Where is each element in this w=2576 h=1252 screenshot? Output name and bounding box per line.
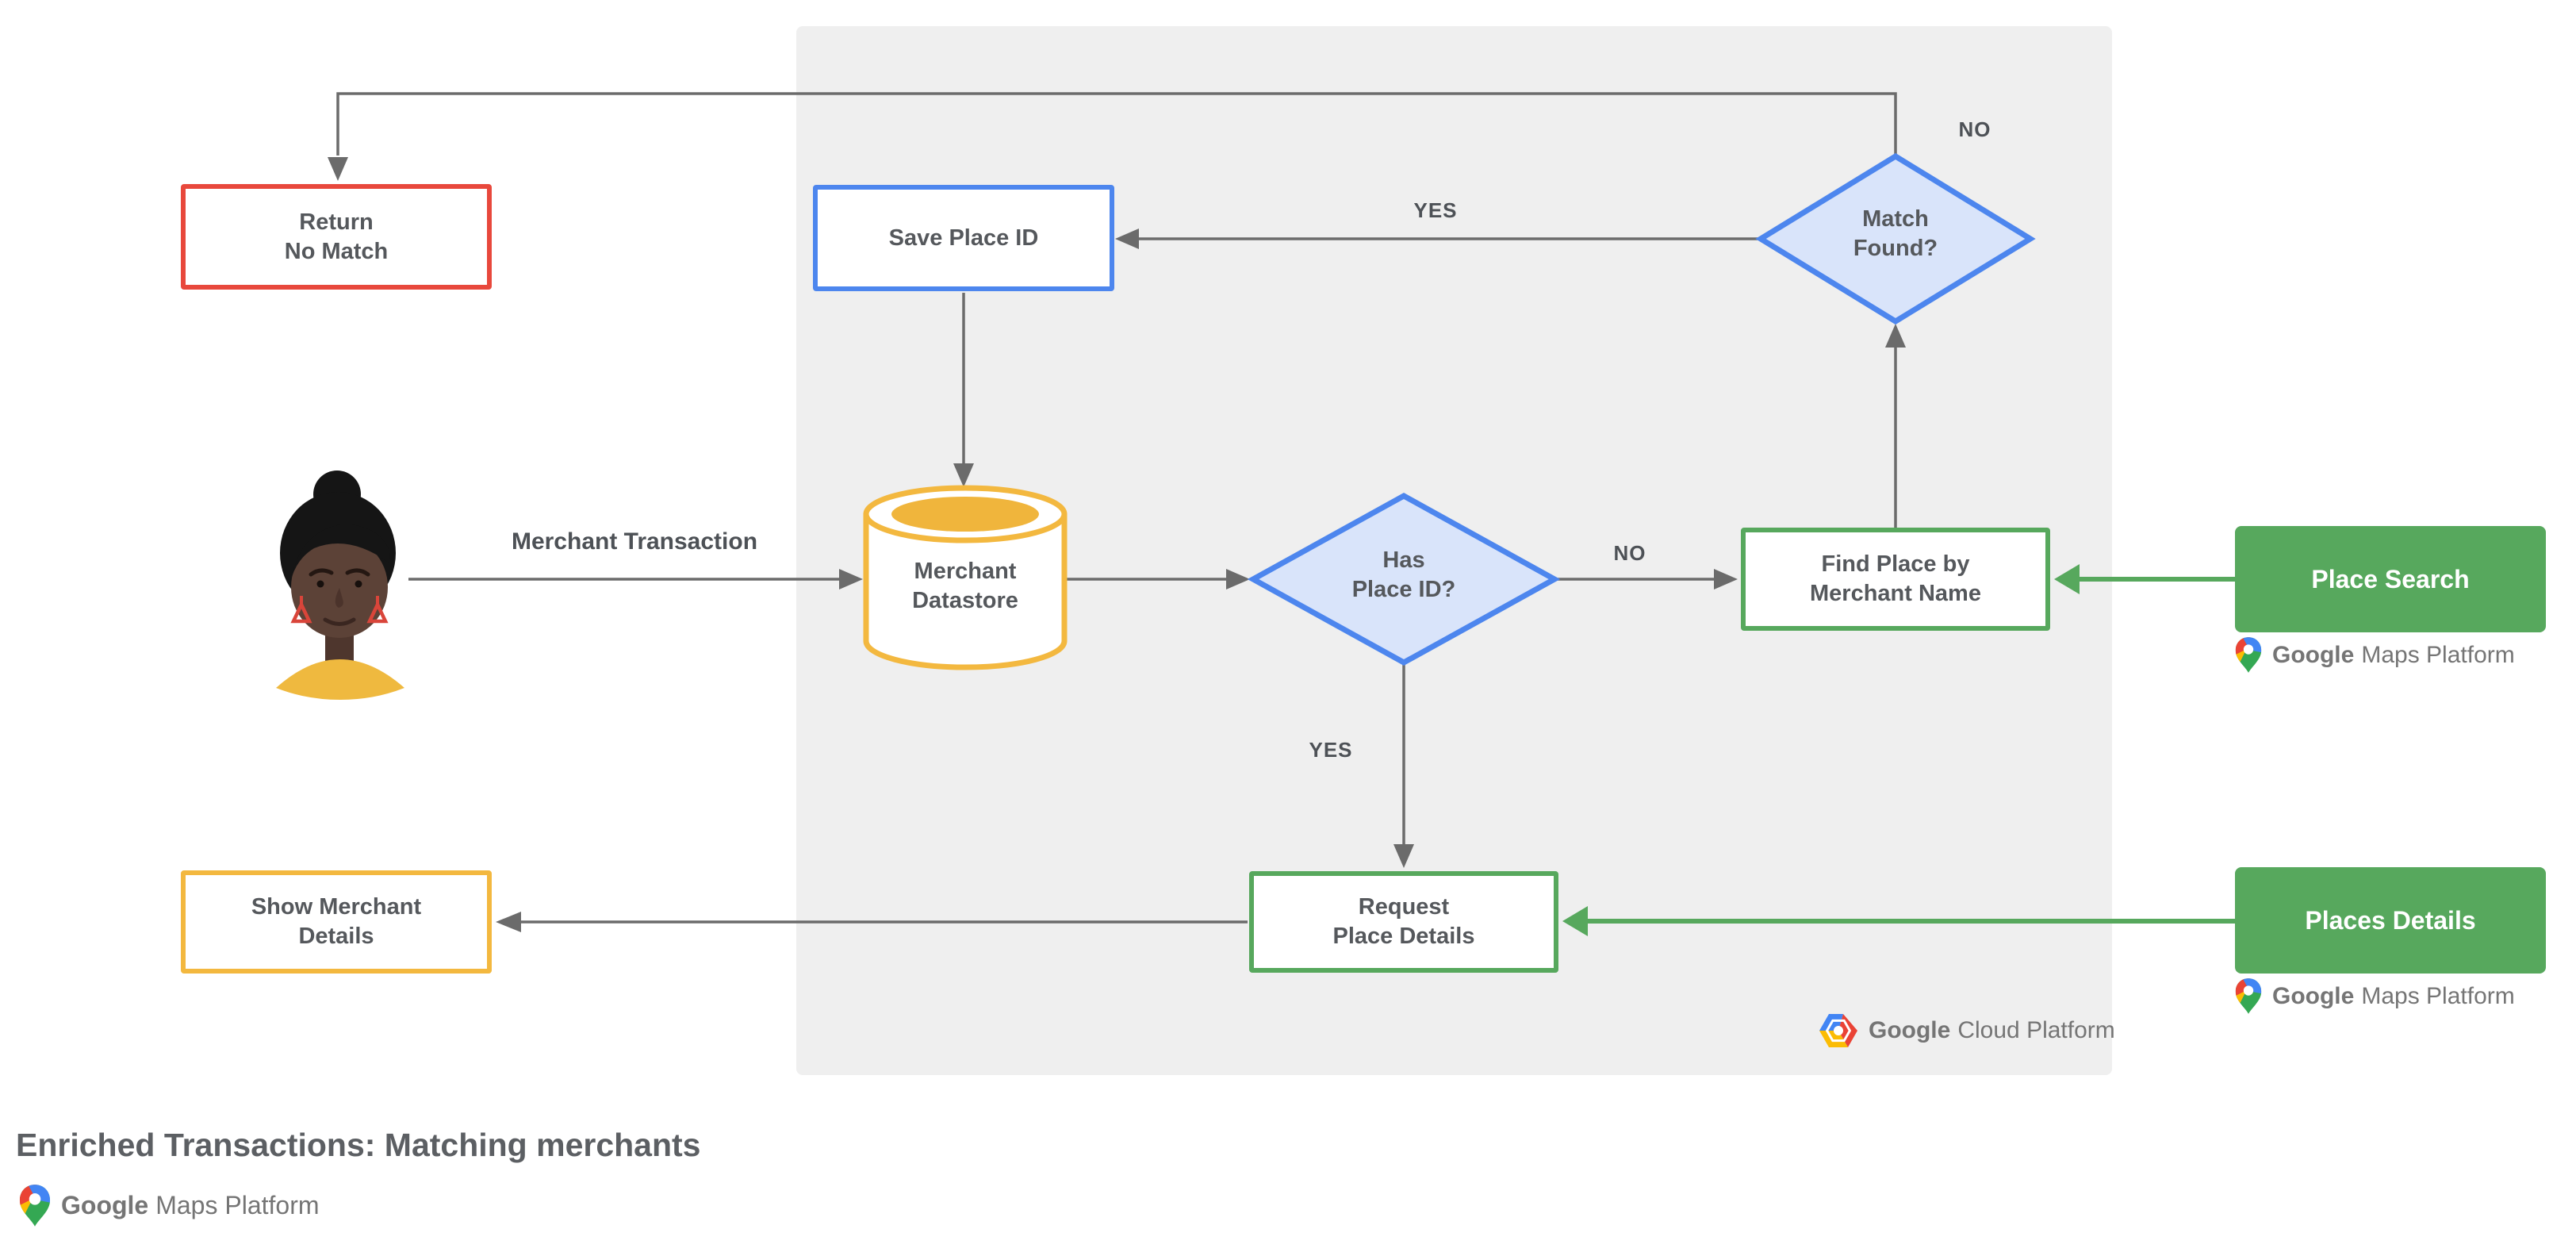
logo-google-word: Google: [2272, 641, 2355, 668]
node-request-place-details: Request Place Details: [1249, 871, 1558, 973]
maps-pin-icon: [2235, 978, 2262, 1014]
node-request-place-details-line2: Place Details: [1332, 924, 1475, 949]
match-found-diamond: [1755, 152, 2036, 325]
node-show-merchant-details-line2: Details: [298, 924, 374, 949]
avatar-eye-right: [355, 580, 362, 588]
merchant-datastore-label: Merchant Datastore: [876, 557, 1054, 616]
node-save-place-id-line1: Save Place ID: [888, 225, 1039, 251]
gray-connector-lines: [336, 92, 1897, 924]
arrowhead-matchfound-bottom: [1885, 324, 1906, 348]
avatar-eye-left: [316, 580, 324, 588]
node-return-no-match-line2: No Match: [284, 238, 389, 264]
node-return-no-match: Return No Match: [181, 184, 492, 290]
cylinder-body: [863, 514, 1068, 670]
avatar-nose: [335, 588, 343, 608]
match-found-line2: Found?: [1853, 236, 1938, 261]
merchant-datastore-line2: Datastore: [912, 588, 1018, 613]
api-box-place-search: Place Search: [2235, 526, 2546, 632]
gray-arrowheads: [328, 157, 1906, 932]
cylinder-top-inner: [891, 497, 1039, 532]
avatar-mouth: [323, 617, 356, 626]
node-show-merchant-details: Show Merchant Details: [181, 870, 492, 974]
logo-google-word: Google: [1869, 1017, 1951, 1043]
node-return-no-match-line1: Return: [299, 209, 374, 235]
avatar-earring-right: [366, 600, 389, 624]
has-place-id-label: Has Place ID?: [1309, 546, 1499, 605]
green-api-connectors: [1562, 564, 2235, 936]
avatar-bangs: [292, 524, 390, 577]
maps-pin-icon: [2235, 637, 2262, 673]
api-box-places-details: Places Details: [2235, 867, 2546, 974]
has-place-id-line1: Has: [1382, 547, 1425, 573]
page-title: Enriched Transactions: Matching merchant…: [16, 1127, 701, 1163]
node-show-merchant-details-line1: Show Merchant: [251, 894, 422, 920]
merchant-datastore-line1: Merchant: [914, 559, 1017, 584]
arrowhead-request-top: [1393, 844, 1414, 868]
merchant-transaction-label: Merchant Transaction: [511, 528, 758, 555]
merchant-datastore-cylinder: [863, 485, 1068, 670]
user-avatar: [276, 470, 404, 700]
avatar-shirt: [276, 659, 404, 700]
match-found-line1: Match: [1862, 206, 1929, 232]
node-save-place-id: Save Place ID: [813, 185, 1114, 291]
logo-rest-word: Maps Platform: [2361, 641, 2515, 668]
logo-rest-word: Cloud Platform: [1957, 1017, 2115, 1043]
arrowhead-hasplaceid: [1226, 569, 1250, 590]
avatar-earring-left: [290, 600, 312, 624]
logo-rest-word: Maps Platform: [2361, 982, 2515, 1009]
logo-rest-word: Maps Platform: [155, 1191, 320, 1219]
has-place-id-line2: Place ID?: [1351, 577, 1456, 602]
node-request-place-details-line1: Request: [1358, 894, 1450, 920]
arrowhead-return: [328, 157, 348, 181]
logo-google-word: Google: [61, 1191, 149, 1219]
arrowhead-datastore-left: [839, 569, 863, 590]
node-find-place-line1: Find Place by: [1821, 551, 1970, 577]
edge-no-to-return: [336, 92, 1897, 156]
api-box-places-details-label: Places Details: [2305, 905, 2476, 935]
arrowhead-findplace: [1714, 569, 1738, 590]
api-box-place-search-label: Place Search: [2311, 564, 2470, 593]
arrowhead-findplace-green: [2054, 564, 2080, 594]
match-found-label: Match Found?: [1816, 205, 1975, 263]
arrowhead-request-green: [1562, 906, 1588, 936]
edge-label-match-found-no: NO: [1958, 117, 1991, 141]
has-place-id-diamond: [1247, 493, 1561, 666]
avatar-eyebrow-right: [345, 568, 370, 577]
node-find-place: Find Place by Merchant Name: [1741, 528, 2050, 631]
arrowhead-save: [1115, 229, 1139, 249]
edge-label-match-found-yes: YES: [1413, 198, 1458, 222]
node-find-place-line2: Merchant Name: [1810, 581, 1981, 606]
avatar-eyebrow-left: [309, 568, 334, 577]
avatar-face: [291, 536, 388, 638]
edge-label-has-place-id-yes: YES: [1309, 738, 1353, 762]
arrowhead-datastore-top: [953, 463, 974, 487]
edge-label-has-place-id-no: NO: [1613, 541, 1646, 565]
maps-pin-icon: [19, 1185, 51, 1227]
logo-google-word: Google: [2272, 982, 2355, 1009]
cloud-platform-hexagon-icon: [1819, 1014, 1857, 1047]
arrowhead-show: [496, 912, 521, 932]
